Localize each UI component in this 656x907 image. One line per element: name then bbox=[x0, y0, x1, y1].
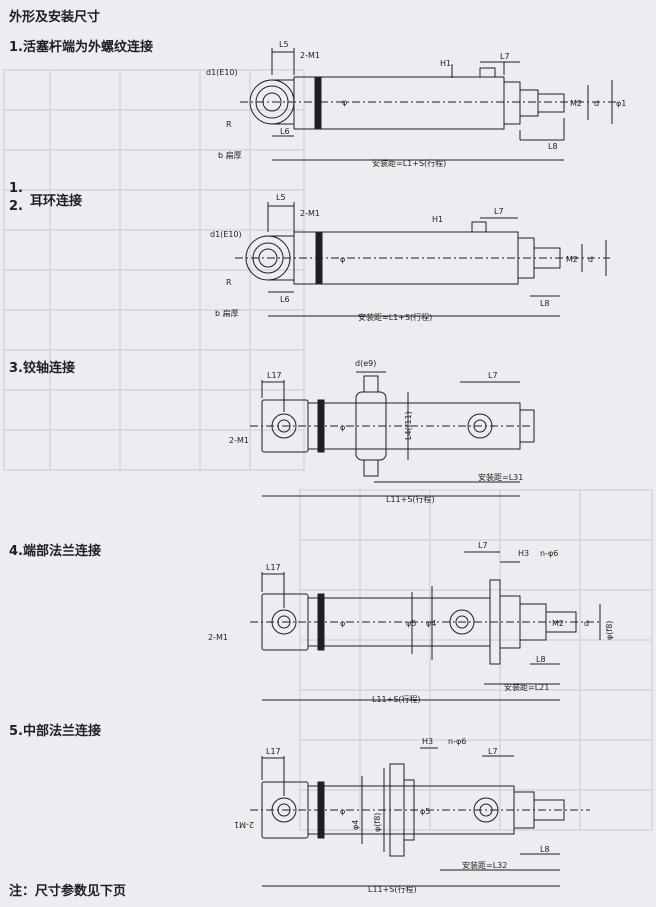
dim-l7-3: L7 bbox=[488, 371, 498, 380]
dim-phi5-4: φ5 bbox=[406, 619, 416, 628]
section-2-heading: 耳环连接 bbox=[30, 194, 83, 209]
section-5-heading: 5.中部法兰连接 bbox=[9, 724, 101, 739]
dim-b-flat-2: b 扁厚 bbox=[215, 308, 239, 318]
mount-distance-l21: 安装距=L21 bbox=[504, 682, 549, 692]
dim-l17-4: L17 bbox=[266, 563, 281, 572]
dim-r-2: R bbox=[226, 278, 232, 287]
dim-h1: H1 bbox=[440, 59, 451, 68]
dim-d: d bbox=[594, 99, 599, 108]
dim-2-m1-4: 2-M1 bbox=[208, 633, 228, 642]
dim-phi: φ bbox=[342, 98, 347, 107]
dim-d-2: d bbox=[588, 255, 593, 264]
dim-phi1: φ1 bbox=[616, 99, 626, 108]
dim-phi5-5: φ5 bbox=[420, 807, 430, 816]
section-2-number-2: 2. bbox=[9, 199, 23, 214]
dim-phi-2: φ bbox=[340, 255, 345, 264]
dim-d1-e10: d1(E10) bbox=[206, 68, 238, 77]
dim-h3-5: H3 bbox=[422, 737, 433, 746]
section-3-heading: 3.铰轴连接 bbox=[9, 361, 75, 376]
dim-l5-2: L5 bbox=[276, 193, 286, 202]
dim-d1-e10-2: d1(E10) bbox=[210, 230, 242, 239]
dim-r: R bbox=[226, 120, 232, 129]
mount-distance-l32: 安装距=L32 bbox=[462, 860, 507, 870]
page-title: 外形及安装尺寸 bbox=[9, 10, 101, 25]
section-4-heading: 4.端部法兰连接 bbox=[9, 544, 101, 559]
dim-m2-4: M2 bbox=[552, 619, 564, 628]
dim-b-flat: b 扁厚 bbox=[218, 150, 242, 160]
dim-l7-4: L7 bbox=[478, 541, 488, 550]
dim-l7: L7 bbox=[500, 52, 510, 61]
dim-phi-5: φ bbox=[340, 807, 345, 816]
dim-phi-f8-4: φ(f8) bbox=[605, 621, 614, 640]
mount-distance-l1: 安装距=L1+S(行程) bbox=[372, 158, 446, 168]
section-2-number-1: 1. bbox=[9, 181, 23, 196]
dim-2-m1-2: 2-M1 bbox=[300, 209, 320, 218]
dim-l4-f11: L4(f11) bbox=[404, 411, 413, 440]
dim-2-m1: 2-M1 bbox=[300, 51, 320, 60]
dim-l17-5: L17 bbox=[266, 747, 281, 756]
dim-l7-5: L7 bbox=[488, 747, 498, 756]
section-1-heading: 1.活塞杆端为外螺纹连接 bbox=[9, 40, 153, 55]
dim-l11-s-4: L11+S(行程) bbox=[372, 694, 421, 704]
dim-phi-f8-5: φ(f8) bbox=[373, 813, 382, 832]
dim-h3-4: H3 bbox=[518, 549, 529, 558]
dim-phi4-4: φ4 bbox=[426, 619, 436, 628]
mount-distance-l31: 安装距=L31 bbox=[478, 472, 523, 482]
dim-l8: L8 bbox=[548, 142, 558, 151]
dim-d-e9: d(e9) bbox=[355, 359, 376, 368]
dim-m2: M2 bbox=[570, 99, 582, 108]
dim-phi4-5: φ4 bbox=[351, 820, 360, 830]
dim-l8-2: L8 bbox=[540, 299, 550, 308]
dim-phi-3: φ bbox=[340, 423, 345, 432]
dim-l8-4: L8 bbox=[536, 655, 546, 664]
mount-distance-l1-2: 安装距=L1+S(行程) bbox=[358, 312, 432, 322]
dim-l8-5: L8 bbox=[540, 845, 550, 854]
dim-l17: L17 bbox=[267, 371, 282, 380]
dim-m2-2: M2 bbox=[566, 255, 578, 264]
dim-2-m1-3: 2-M1 bbox=[229, 436, 249, 445]
dim-l11-s-5: L11+S(行程) bbox=[368, 884, 417, 894]
dim-n-phi6-4: n-φ6 bbox=[540, 549, 558, 558]
dim-d-4: d bbox=[584, 619, 589, 628]
dim-n-phi6-5: n-φ6 bbox=[448, 737, 466, 746]
dim-l7-2: L7 bbox=[494, 207, 504, 216]
dim-h1-2: H1 bbox=[432, 215, 443, 224]
dim-phi-4: φ bbox=[340, 619, 345, 628]
dim-2-m1-5: 2-M1 bbox=[234, 820, 254, 829]
dim-l6: L6 bbox=[280, 127, 290, 136]
footnote: 注：尺寸参数见下页 bbox=[9, 884, 127, 899]
dim-l5: L5 bbox=[279, 40, 289, 49]
dim-l11-s: L11+S(行程) bbox=[386, 494, 435, 504]
dim-l6-2: L6 bbox=[280, 295, 290, 304]
